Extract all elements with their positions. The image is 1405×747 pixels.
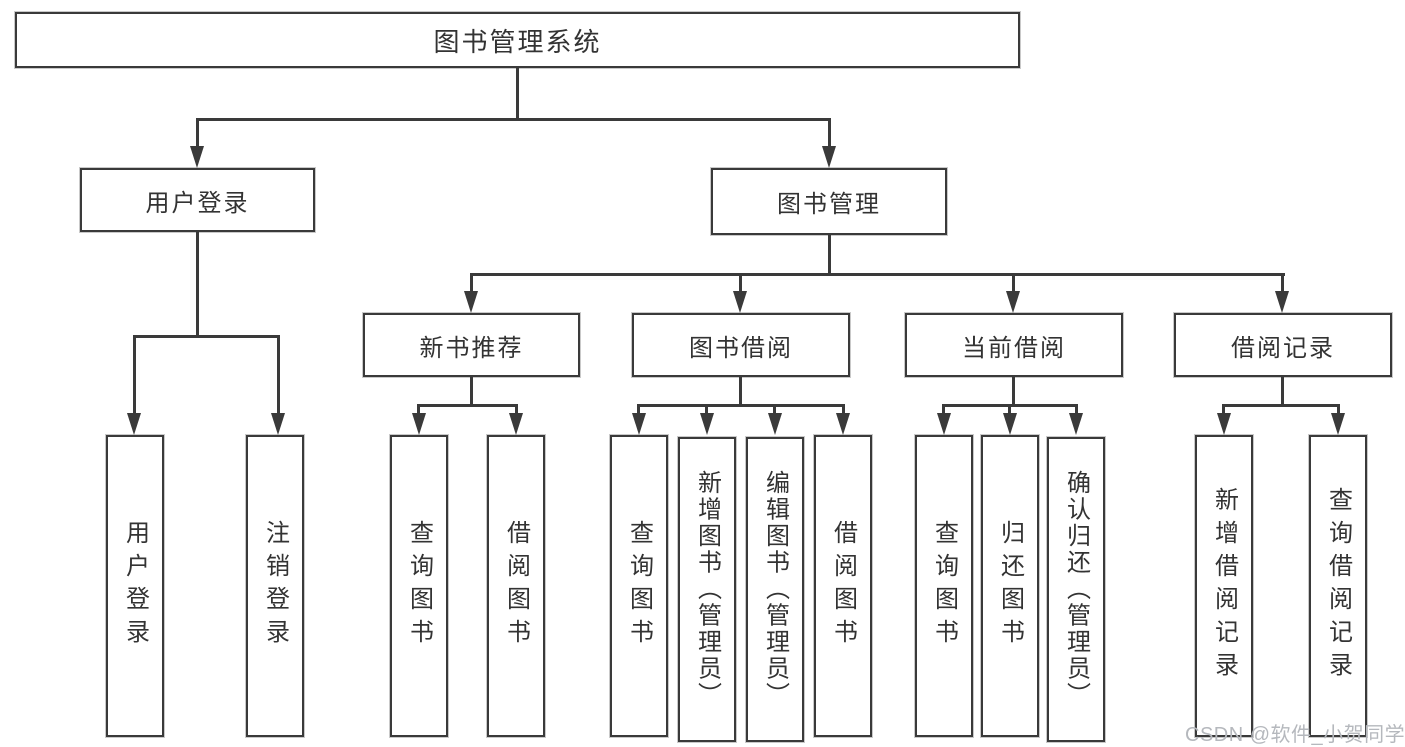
node-book-borrowing: 图书借阅 [632, 313, 850, 377]
leaf-edit-books-admin: 编辑图书（管理员） [746, 437, 804, 742]
connector-line [133, 335, 136, 415]
leaf-query-books-recommend: 查询图书 [390, 435, 448, 737]
connector-line [515, 404, 518, 414]
connector-line [637, 404, 845, 407]
leaf-add-books-admin: 新增图书（管理员） [678, 437, 736, 742]
connector-line [1281, 376, 1284, 407]
connector-line [196, 118, 199, 148]
connector-line [773, 404, 776, 414]
connector-line [942, 404, 945, 414]
arrow-down-icon [700, 413, 714, 435]
node-new-book-recommendation: 新书推荐 [363, 313, 580, 377]
arrow-down-icon [937, 413, 951, 435]
leaf-query-books-current: 查询图书 [915, 435, 973, 737]
connector-line [417, 404, 420, 414]
leaf-borrow-books: 借阅图书 [814, 435, 872, 737]
arrow-down-icon [1069, 413, 1083, 435]
connector-line [1012, 376, 1015, 407]
leaf-user-login: 用户登录 [106, 435, 164, 737]
connector-line [133, 335, 280, 338]
connector-line [196, 118, 831, 121]
arrow-down-icon [412, 413, 426, 435]
connector-line [637, 404, 640, 414]
connector-line [470, 376, 473, 407]
connector-line [1337, 404, 1340, 414]
connector-line [470, 273, 473, 293]
arrow-down-icon [127, 413, 141, 435]
connector-line [1075, 404, 1078, 414]
arrow-down-icon [768, 413, 782, 435]
leaf-logout: 注销登录 [246, 435, 304, 737]
arrow-down-icon [632, 413, 646, 435]
node-user-login: 用户登录 [80, 168, 315, 232]
node-borrowing-records: 借阅记录 [1174, 313, 1392, 377]
arrow-down-icon [190, 146, 204, 168]
connector-line [470, 273, 1285, 276]
arrow-down-icon [1331, 413, 1345, 435]
connector-line [277, 335, 280, 415]
arrow-down-icon [509, 413, 523, 435]
connector-line [828, 234, 831, 276]
leaf-query-borrow-record: 查询借阅记录 [1309, 435, 1367, 737]
arrow-down-icon [1006, 291, 1020, 313]
connector-line [1008, 404, 1011, 414]
arrow-down-icon [464, 291, 478, 313]
connector-line [739, 273, 742, 293]
connector-line [1222, 404, 1340, 407]
connector-line [1222, 404, 1225, 414]
connector-line [1281, 273, 1284, 293]
arrow-down-icon [733, 291, 747, 313]
leaf-return-books: 归还图书 [981, 435, 1039, 737]
node-library-management-system: 图书管理系统 [15, 12, 1020, 68]
connector-line [417, 404, 518, 407]
connector-line [516, 66, 519, 120]
connector-line [842, 404, 845, 414]
arrow-down-icon [1217, 413, 1231, 435]
arrow-down-icon [271, 413, 285, 435]
connector-line [705, 404, 708, 414]
connector-line [1012, 273, 1015, 293]
leaf-confirm-return-admin: 确认归还（管理员） [1047, 437, 1105, 742]
connector-line [196, 231, 199, 338]
arrow-down-icon [1003, 413, 1017, 435]
arrow-down-icon [836, 413, 850, 435]
leaf-query-books-borrowing: 查询图书 [610, 435, 668, 737]
connector-line [739, 376, 742, 407]
connector-line [828, 118, 831, 148]
arrow-down-icon [1275, 291, 1289, 313]
node-book-management: 图书管理 [711, 168, 947, 235]
leaf-borrow-books-recommend: 借阅图书 [487, 435, 545, 737]
arrow-down-icon [822, 146, 836, 168]
leaf-add-borrow-record: 新增借阅记录 [1195, 435, 1253, 737]
csdn-watermark: CSDN @软件_小贺同学 [1185, 724, 1405, 746]
node-current-borrowing: 当前借阅 [905, 313, 1123, 377]
